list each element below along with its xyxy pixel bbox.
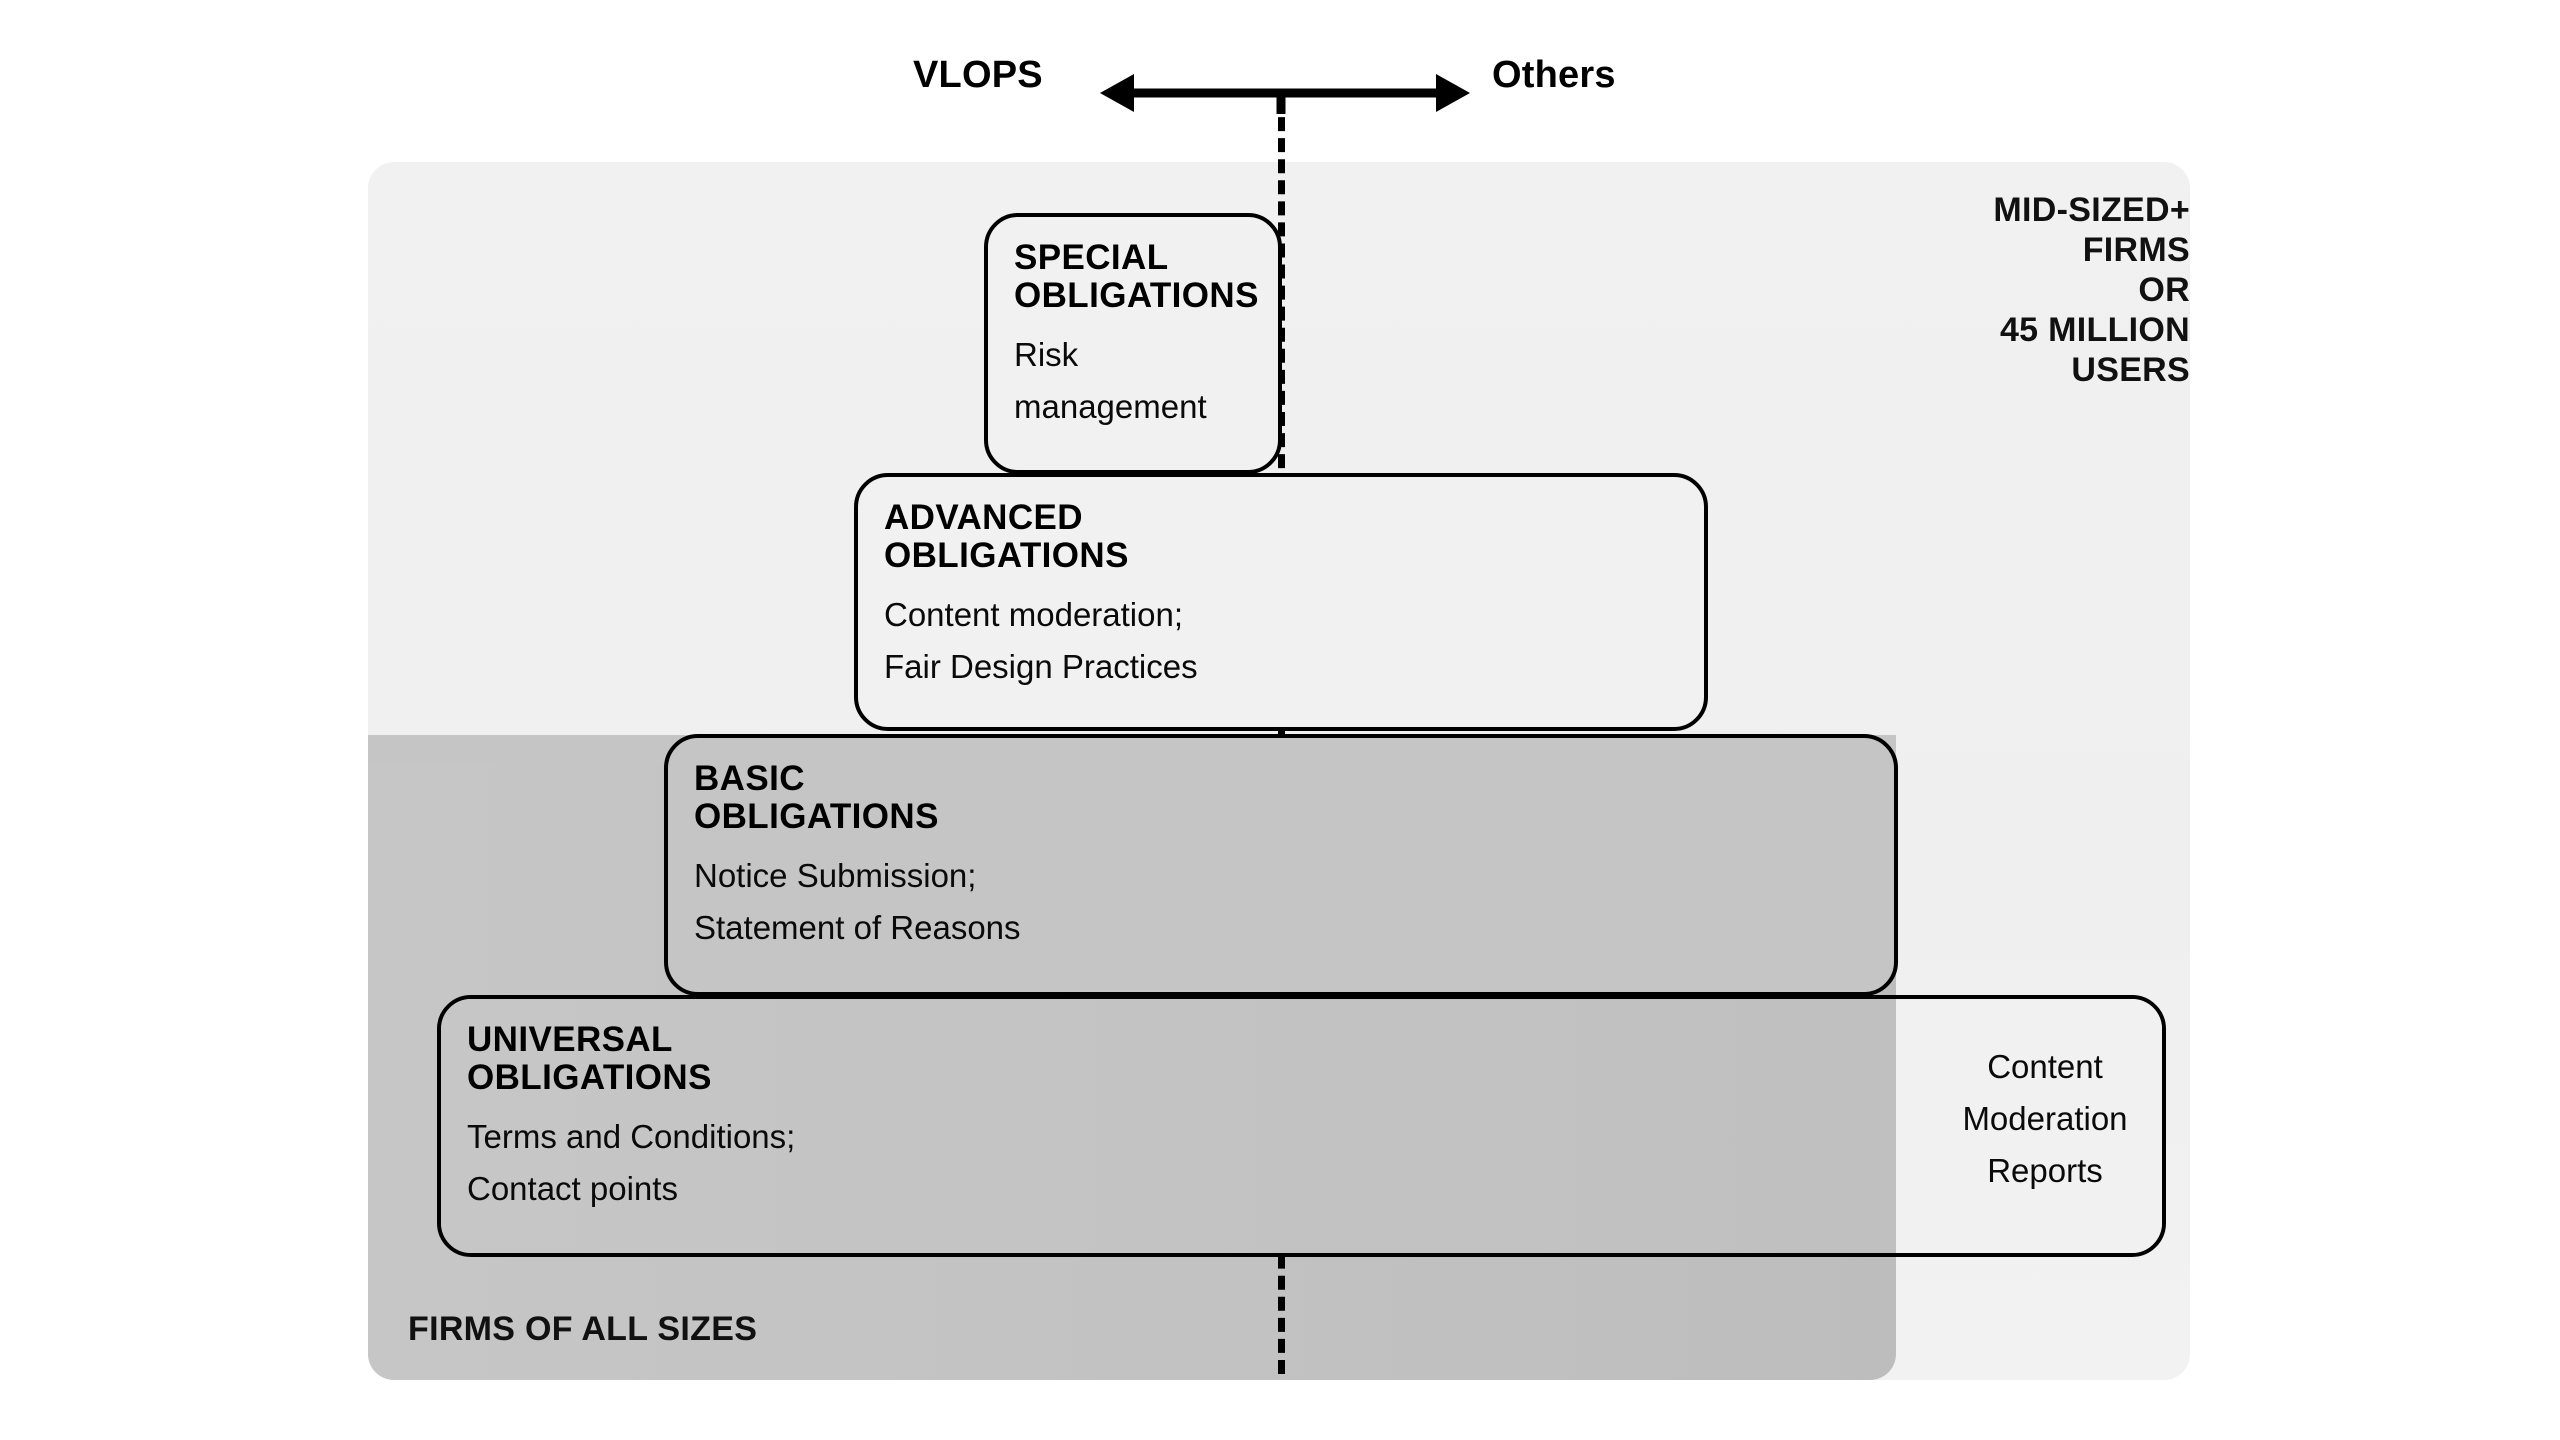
obligation-description-advanced: Content moderation; Fair Design Practice… <box>884 596 1198 685</box>
axis-label-others: Others <box>1492 54 1616 96</box>
obligation-description-special: Risk management <box>1014 336 1207 425</box>
content-moderation-reports-label: Content Moderation Reports <box>1962 1048 2128 1189</box>
obligation-box-basic[interactable]: BASIC OBLIGATIONS Notice Submission; Sta… <box>664 734 1898 996</box>
universal-box-fill-left <box>441 999 1896 1253</box>
obligation-description-universal: Terms and Conditions; Contact points <box>467 1118 796 1207</box>
scope-caption-all-sizes: FIRMS OF ALL SIZES <box>408 1310 758 1348</box>
obligation-title-basic: BASIC OBLIGATIONS <box>694 759 939 836</box>
double-headed-arrow-icon <box>1100 62 1470 124</box>
obligation-description-basic: Notice Submission; Statement of Reasons <box>694 857 1021 946</box>
obligation-title-special: SPECIAL OBLIGATIONS <box>1014 238 1259 315</box>
universal-box-fill-right <box>1896 999 2162 1253</box>
axis-label-vlops: VLOPS <box>913 54 1043 96</box>
obligation-title-advanced: ADVANCED OBLIGATIONS <box>884 498 1129 575</box>
obligation-title-universal: UNIVERSAL OBLIGATIONS <box>467 1020 712 1097</box>
obligation-box-universal[interactable]: UNIVERSAL OBLIGATIONS Terms and Conditio… <box>437 995 2166 1257</box>
obligation-box-special[interactable]: SPECIAL OBLIGATIONS Risk management <box>984 213 1282 474</box>
obligation-box-advanced[interactable]: ADVANCED OBLIGATIONS Content moderation;… <box>854 473 1708 731</box>
scope-caption-mid-sized: MID-SIZED+ FIRMS OR 45 MILLION USERS <box>1993 191 2190 389</box>
